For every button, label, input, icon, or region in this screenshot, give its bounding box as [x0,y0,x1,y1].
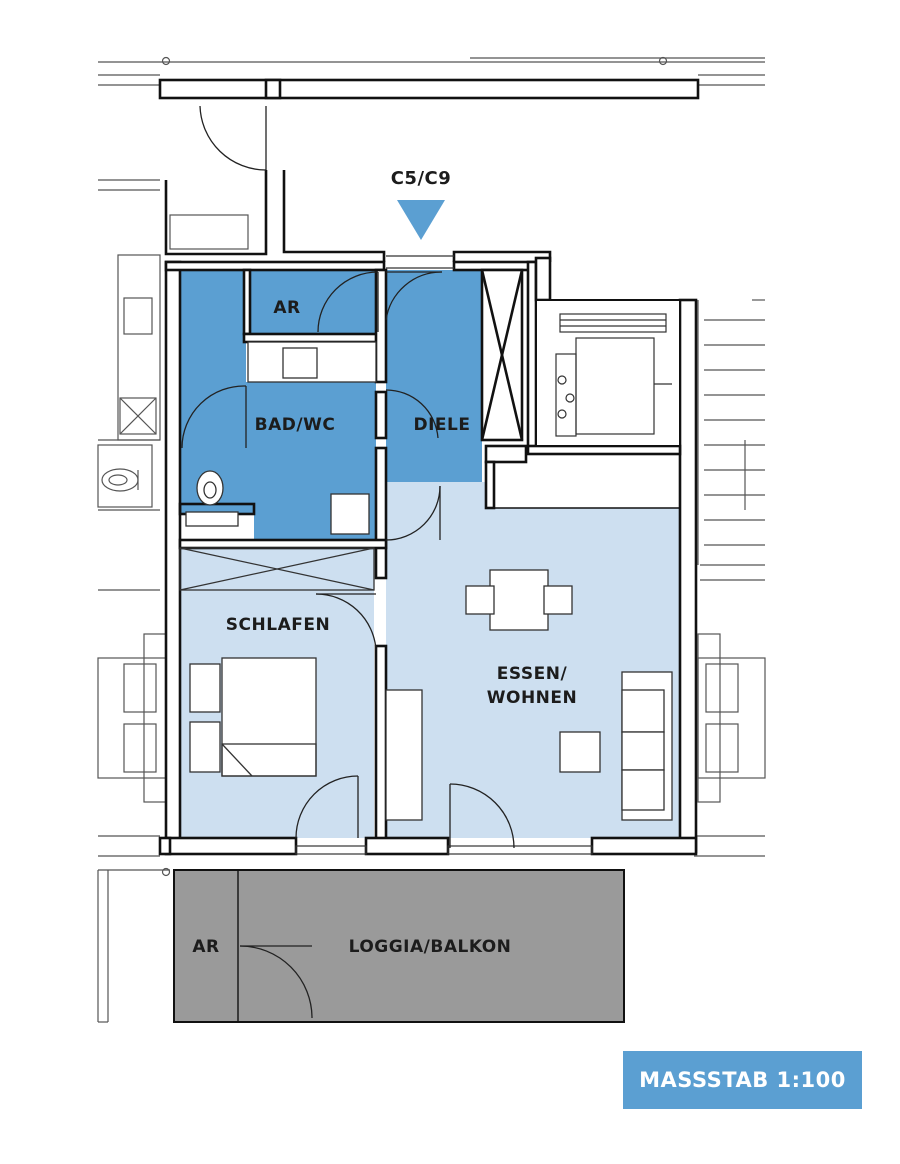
bad-wc-fill [180,270,376,540]
scale-badge-text: MASSSTAB 1:100 [639,1068,846,1092]
scale-badge: MASSSTAB 1:100 [623,1051,862,1109]
room-fills [174,270,680,1022]
context-lines [97,56,766,1023]
furniture [179,341,673,821]
entrance-marker: C5/C9 [391,168,452,240]
room-label-diele: DIELE [414,415,471,435]
doors [181,105,515,1019]
room-label-ar-top: AR [273,298,300,318]
walls [158,78,700,1023]
room-label-ar-bottom: AR [192,937,219,957]
room-label-loggia: LOGGIA/BALKON [349,937,512,957]
room-label-wohnen: WOHNEN [487,688,578,708]
room-label-bad-wc: BAD/WC [255,415,336,435]
essen-wohnen-fill [386,482,680,838]
windows [295,255,593,855]
triangle-down-icon [397,200,445,240]
room-labels: AR BAD/WC DIELE SCHLAFEN ESSEN/ WOHNEN A… [192,298,578,957]
entrance-label: C5/C9 [391,168,452,189]
ar-top-fill [248,270,376,334]
diele-fill [386,270,482,482]
room-label-essen: ESSEN/ [497,664,568,684]
elevator [535,299,681,447]
room-label-schlafen: SCHLAFEN [226,615,330,635]
